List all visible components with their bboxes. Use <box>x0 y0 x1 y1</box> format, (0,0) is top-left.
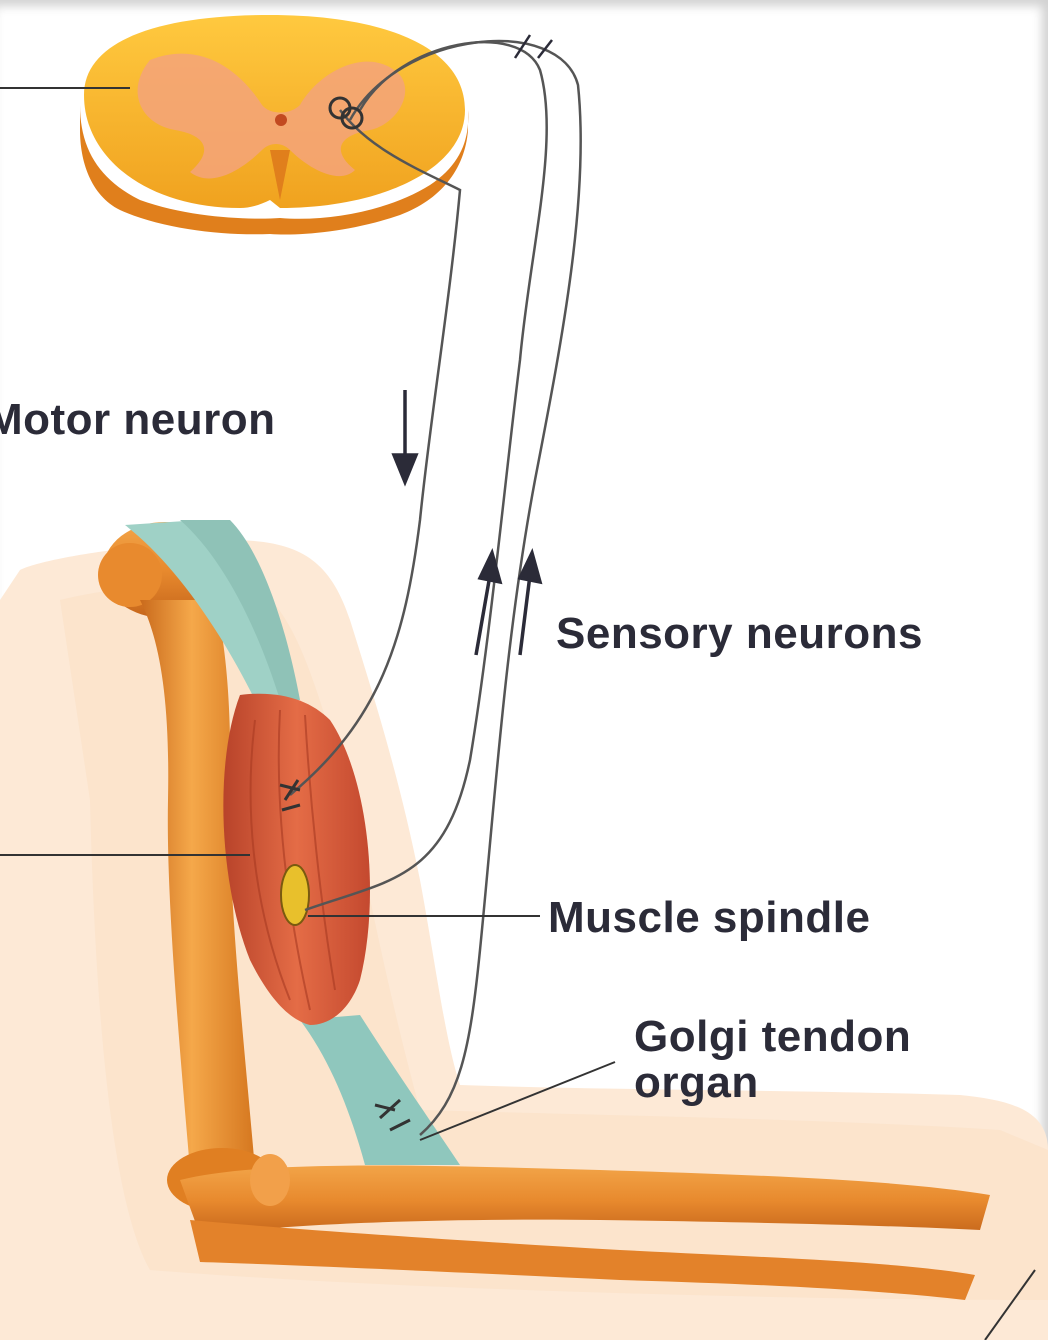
muscle-spindle-shape <box>281 865 309 925</box>
sensory-neurons-label: Sensory neurons <box>556 610 923 658</box>
motor-arrow-icon <box>394 390 416 482</box>
golgi-tendon-organ-label: Golgi tendon organ <box>634 1014 911 1106</box>
golgi-label-line-2: organ <box>634 1060 911 1106</box>
golgi-label-line-1: Golgi tendon <box>634 1014 911 1060</box>
spinal-cord <box>80 15 468 234</box>
motor-neuron-label: Motor neuron <box>0 396 276 444</box>
sensory-arrow-icon-2 <box>520 553 540 655</box>
muscle-spindle-label: Muscle spindle <box>548 894 870 942</box>
